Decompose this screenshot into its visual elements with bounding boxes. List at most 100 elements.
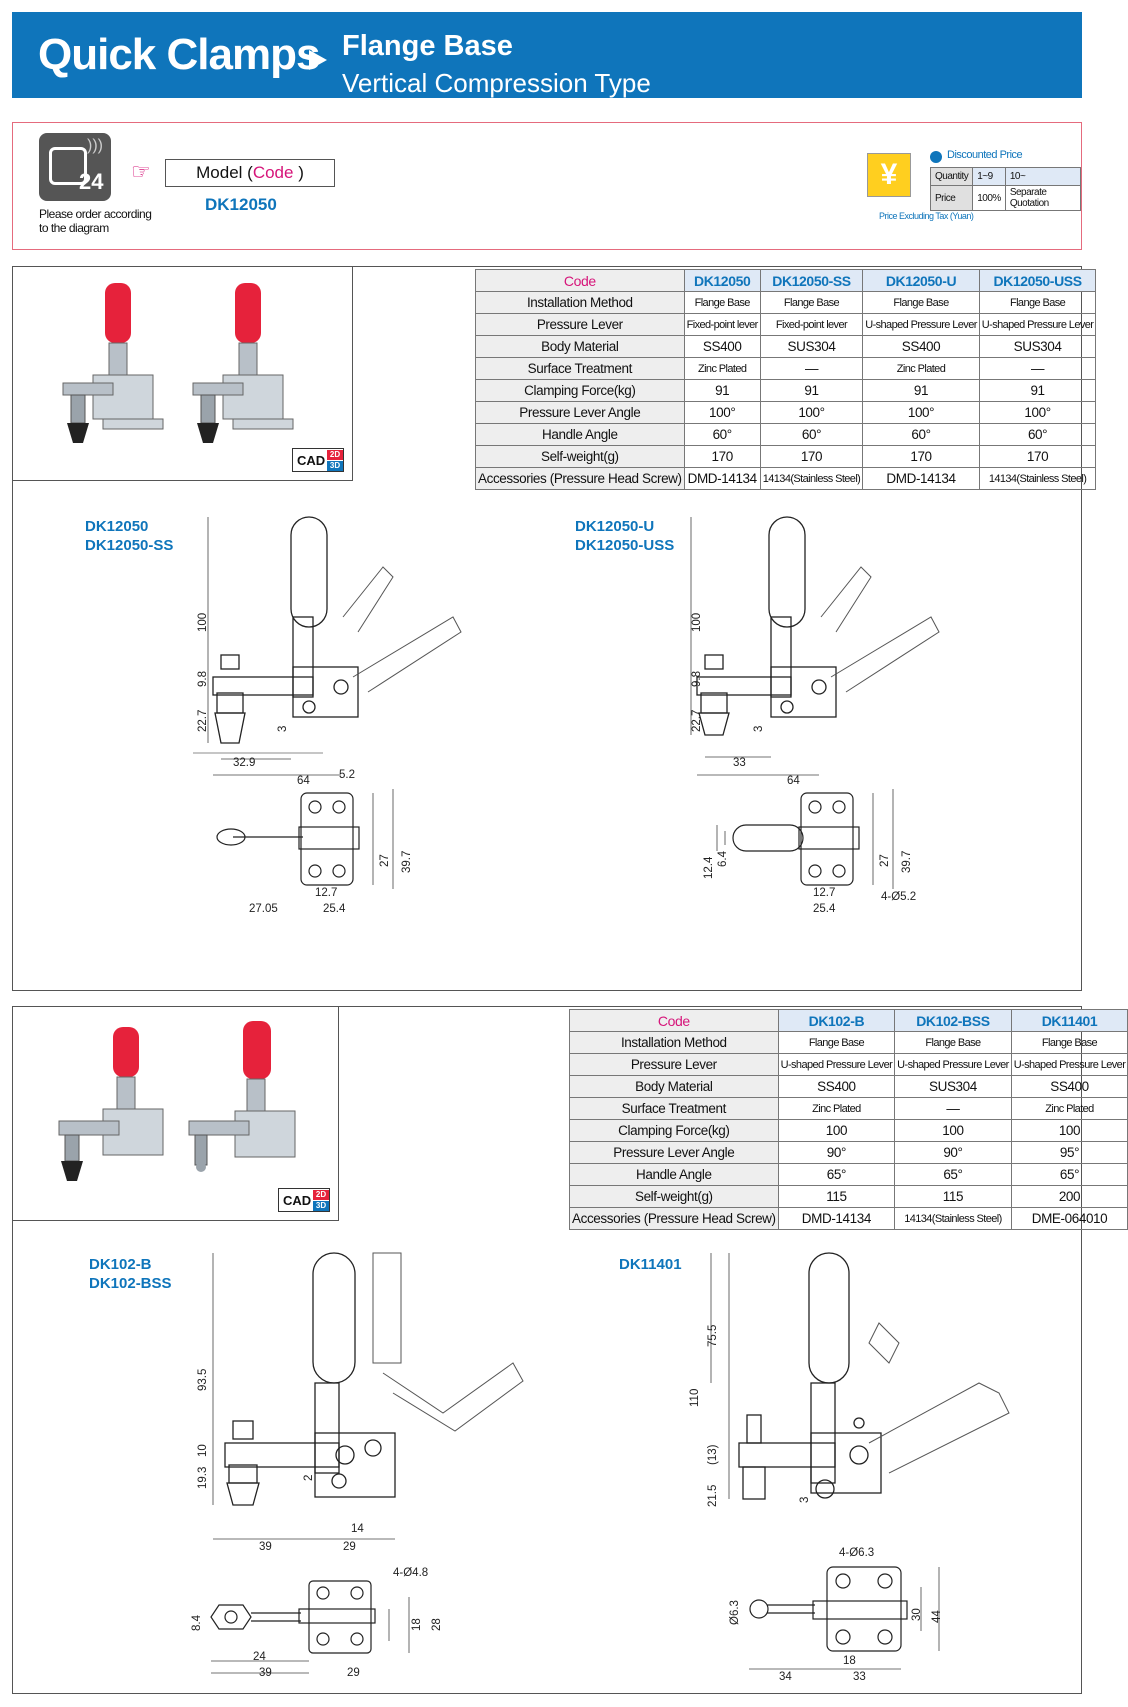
spec-table-1: Code DK12050 DK12050-SS DK12050-U DK1205… — [475, 269, 1097, 490]
drawing-side-view-b — [690, 516, 940, 776]
dim-28: 28 — [431, 1618, 443, 1631]
spec-cell: SS400 — [683, 335, 761, 358]
drawing-top-view-d — [749, 1566, 940, 1670]
spec-cell: 170 — [978, 445, 1097, 468]
price-table: Quantity 1~9 10~ Price 100% Separate Quo… — [929, 167, 1082, 211]
dim-33: 33 — [733, 757, 746, 769]
spec-cell: 14134(Stainless Steel) — [894, 1207, 1012, 1230]
spec-cell: 100° — [862, 401, 980, 424]
dim-6-4: 6.4 — [717, 851, 729, 867]
spec-cell: 115 — [777, 1185, 896, 1208]
pointing-hand-icon: ☞ — [131, 159, 151, 184]
dim-25-4: 25.4 — [813, 903, 836, 915]
spec-cell: 115 — [894, 1185, 1012, 1208]
dim-29: 29 — [343, 1541, 356, 1553]
spec-cell: 91 — [683, 379, 761, 402]
dim-height-100: 100 — [691, 612, 703, 632]
spec-row-label: Surface Treatment — [475, 357, 685, 380]
spec-cell: 60° — [759, 423, 864, 446]
spec-cell: DMD-14134 — [683, 467, 761, 490]
spec-cell: Flange Base — [894, 1031, 1012, 1054]
spec-row: Accessories (Pressure Head Screw)DMD-141… — [569, 1207, 1128, 1230]
spec-cell: 65° — [1010, 1163, 1128, 1186]
cad-download-badge[interactable]: CAD 2D 3D — [278, 1188, 330, 1212]
spec-cell: U-shaped Pressure Lever — [777, 1053, 896, 1076]
dim-12-7: 12.7 — [813, 887, 836, 899]
header-banner: Quick Clamps Flange Base Vertical Compre… — [12, 12, 1082, 98]
clamp-photo-2 — [192, 283, 294, 443]
dim-9-8: 9.8 — [197, 671, 209, 687]
diagram-label: DK102-B DK102-BSS — [89, 1255, 172, 1293]
order-note: Please order according to the diagram — [39, 207, 152, 235]
col-header: DK11401 — [1010, 1009, 1128, 1032]
spec-row-label: Clamping Force(kg) — [475, 379, 685, 402]
spec-row: Accessories (Pressure Head Screw)DMD-141… — [475, 467, 1097, 490]
dim-9-8: 9.8 — [691, 671, 703, 687]
spec-row-label: Self-weight(g) — [475, 445, 685, 468]
spec-cell: SS400 — [1010, 1075, 1128, 1098]
spec-cell: 14134(Stainless Steel) — [759, 467, 864, 490]
handset-shape — [49, 147, 87, 185]
diagram-model-1: DK11401 — [619, 1256, 682, 1273]
dim-39: 39 — [259, 1541, 272, 1553]
spec-cell: 65° — [777, 1163, 896, 1186]
dim-hole-5-2: 4-Ø5.2 — [881, 891, 917, 903]
diagram-model-2: DK12050-SS — [85, 537, 174, 554]
cad-download-badge[interactable]: CAD 2D 3D — [292, 448, 344, 472]
drawing-top-view-b — [716, 789, 894, 889]
dim-64: 64 — [787, 775, 800, 787]
spec-cell: 100° — [683, 401, 761, 424]
spec-cell: Zinc Plated — [1010, 1097, 1128, 1120]
spec-cell: 60° — [978, 423, 1097, 446]
spec-cell: Flange Base — [1010, 1031, 1128, 1054]
spec-row-label: Accessories (Pressure Head Screw) — [569, 1207, 779, 1230]
spec-cell: 100 — [1010, 1119, 1128, 1142]
dim-93-5: 93.5 — [197, 1368, 209, 1391]
product-photo — [62, 283, 294, 443]
spec-cell: 100 — [894, 1119, 1012, 1142]
spec-cell: 60° — [862, 423, 980, 446]
spec-cell: 200 — [1010, 1185, 1128, 1208]
spec-row-label: Body Material — [569, 1075, 779, 1098]
product-photo-box: CAD 2D 3D — [13, 267, 353, 481]
spec-cell: SUS304 — [759, 335, 864, 358]
dim-34: 34 — [779, 1671, 792, 1683]
spec-row-label: Pressure Lever Angle — [569, 1141, 779, 1164]
spec-cell: Flange Base — [777, 1031, 896, 1054]
diagram-label: DK11401 — [619, 1255, 682, 1274]
dim-2: 2 — [303, 1474, 315, 1481]
dim-21-5: 21.5 — [707, 1484, 719, 1507]
phone-24h-icon: ))) 24 — [39, 133, 111, 201]
dim-33: 33 — [853, 1671, 866, 1683]
clamp-photo-2 — [188, 1021, 296, 1172]
price-footnote: Price Excluding Tax (Yuan) — [879, 211, 974, 221]
spec-row-label: Surface Treatment — [569, 1097, 779, 1120]
dim-hole-6-3: 4-Ø6.3 — [839, 1547, 875, 1559]
clamp-photo-1 — [58, 1027, 164, 1181]
spec-cell: DME-064010 — [1010, 1207, 1128, 1230]
dim-13: (13) — [707, 1444, 719, 1465]
order-info-box: ))) 24 Please order according to the dia… — [12, 122, 1082, 250]
dim-3: 3 — [799, 1496, 811, 1503]
signal-waves: ))) — [87, 137, 103, 154]
clamp-photo-1 — [62, 283, 164, 443]
model-code-example: DK12050 — [205, 195, 277, 214]
spec-cell: 95° — [1010, 1141, 1128, 1164]
diagram-model-1: DK12050-U — [575, 518, 655, 535]
spec-cell: SUS304 — [894, 1075, 1012, 1098]
spec-row-label: Pressure Lever — [569, 1053, 779, 1076]
spec-cell: Flange Base — [759, 291, 864, 314]
spec-row-label: Handle Angle — [569, 1163, 779, 1186]
page-title: Quick Clamps — [38, 30, 320, 79]
diagram-model-1: DK12050 — [85, 518, 149, 535]
